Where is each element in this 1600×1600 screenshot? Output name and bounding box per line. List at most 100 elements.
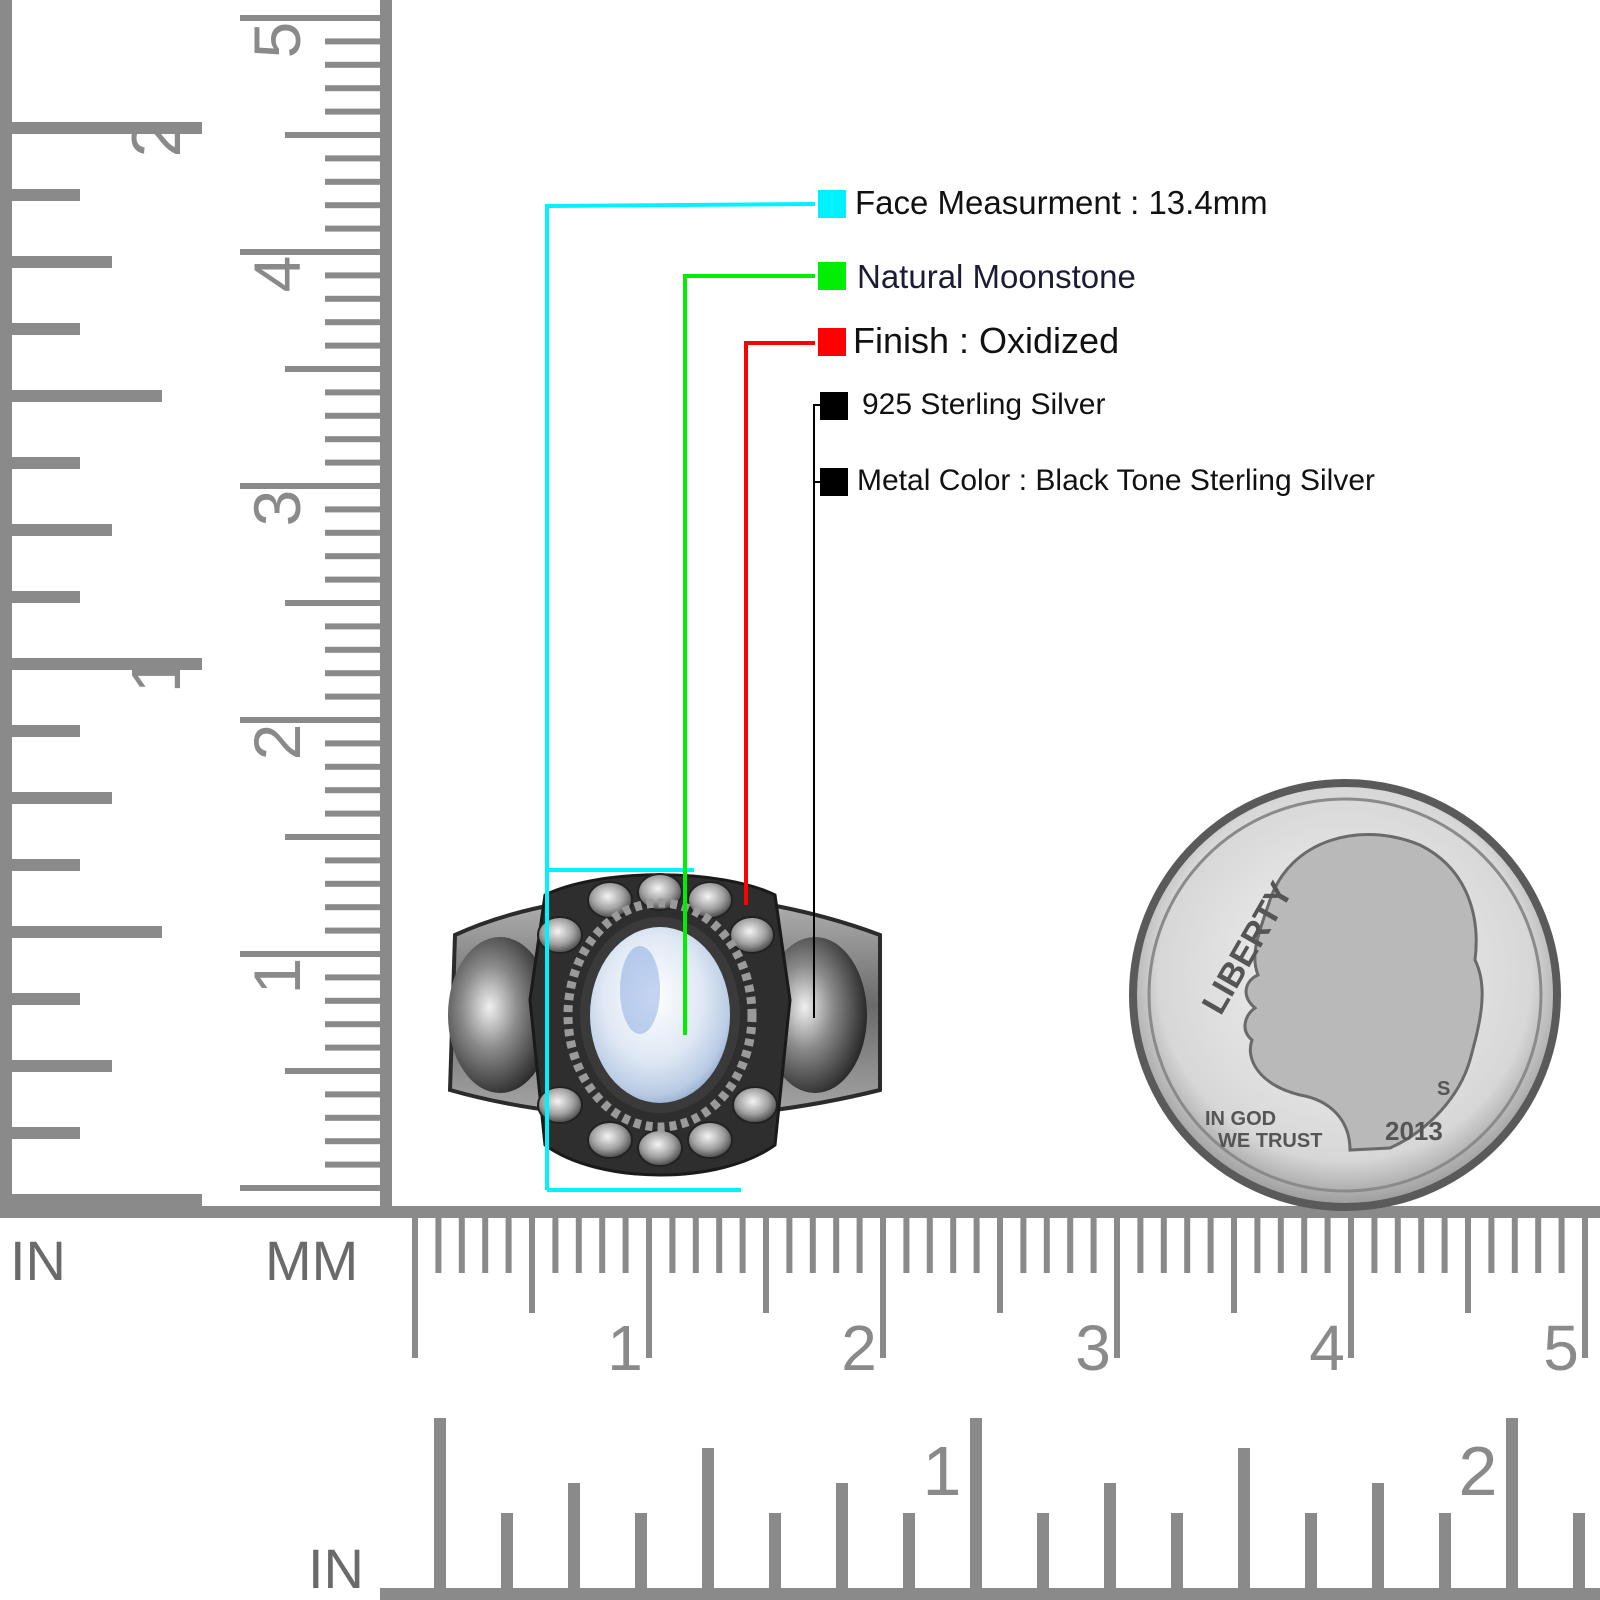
horizontal-mm-tick <box>458 1218 465 1273</box>
horizontal-mm-tick <box>599 1218 606 1273</box>
vertical-mm-tick <box>325 225 380 232</box>
horizontal-mm-tick <box>1301 1218 1308 1273</box>
horizontal-mm-tick <box>1020 1218 1027 1273</box>
horizontal-inch-tick <box>1506 1418 1518 1588</box>
horizontal-mm-tick <box>692 1218 699 1273</box>
face-measurement-label: Face Measurment : 13.4mm <box>855 184 1268 221</box>
vertical-mm-tick <box>325 202 380 209</box>
vertical-mm-tick <box>325 1021 380 1028</box>
horizontal-mm-tick <box>669 1218 676 1273</box>
ring-granule <box>537 916 583 954</box>
horizontal-inch-tick <box>769 1513 781 1588</box>
unit-label-mm: MM <box>265 1229 358 1292</box>
horizontal-mm-tick <box>575 1218 582 1273</box>
horizontal-mm-label: 5 <box>1543 1312 1579 1384</box>
horizontal-mm-tick <box>973 1218 980 1273</box>
horizontal-inch-tick <box>1372 1483 1384 1588</box>
vertical-mm-tick <box>325 997 380 1004</box>
ring-granule <box>687 1121 733 1159</box>
vertical-inch-tick <box>12 926 162 938</box>
horizontal-mm-tick <box>1160 1218 1167 1273</box>
horizontal-mm-tick <box>1511 1218 1518 1273</box>
horizontal-mm-tick <box>1441 1218 1448 1273</box>
horizontal-mm-tick <box>950 1218 957 1273</box>
vertical-mm-tick <box>240 1185 380 1191</box>
vertical-mm-label: 4 <box>240 256 314 293</box>
horizontal-inch-label: 1 <box>923 1432 962 1510</box>
unit-label-in: IN <box>10 1229 66 1292</box>
vertical-mm-tick <box>285 1068 380 1074</box>
moonstone-gem <box>590 927 730 1103</box>
horizontal-mm-tick <box>763 1218 769 1313</box>
horizontal-inch-label: 2 <box>1459 1432 1498 1510</box>
horizontal-inch-tick <box>1305 1513 1317 1588</box>
vertical-inch-tick <box>12 993 80 1005</box>
ring-granule <box>537 1086 583 1124</box>
horizontal-mm-label: 2 <box>841 1312 877 1384</box>
horizontal-mm-tick <box>1254 1218 1261 1273</box>
vertical-mm-tick <box>325 412 380 419</box>
ring-granule <box>587 1121 633 1159</box>
vertical-inch-tick <box>12 256 112 268</box>
horizontal-mm-tick <box>926 1218 933 1273</box>
stone-label: Natural Moonstone <box>857 258 1136 295</box>
finish-leader-line <box>744 341 815 905</box>
vertical-inch-tick <box>12 323 80 335</box>
vertical-mm-tick <box>325 670 380 677</box>
horizontal-mm-tick <box>412 1218 418 1358</box>
vertical-inch-tick <box>12 859 80 871</box>
finish-swatch <box>818 328 846 356</box>
horizontal-mm-tick <box>529 1218 535 1313</box>
coin-motto-line2: WE TRUST <box>1218 1130 1322 1152</box>
horizontal-mm-tick <box>856 1218 863 1273</box>
vertical-inch-tick <box>12 457 80 469</box>
horizontal-mm-tick <box>1090 1218 1097 1273</box>
horizontal-inch-tick <box>1171 1513 1183 1588</box>
horizontal-ruler-bottom-edge <box>380 1588 1600 1600</box>
vertical-mm-tick <box>285 600 380 606</box>
horizontal-ruler-body <box>380 1206 1600 1600</box>
tone-label: Metal Color : Black Tone Sterling Silver <box>857 464 1375 497</box>
vertical-mm-tick <box>240 951 380 957</box>
horizontal-mm-tick <box>1137 1218 1144 1273</box>
tone-swatch <box>820 468 848 496</box>
horizontal-inch-tick <box>1238 1448 1250 1588</box>
horizontal-mm-ticks <box>412 1218 1588 1358</box>
vertical-mm-tick <box>325 459 380 466</box>
vertical-mm-tick <box>285 132 380 138</box>
vertical-mm-tick <box>325 693 380 700</box>
horizontal-mm-tick <box>1394 1218 1401 1273</box>
horizontal-mm-tick <box>903 1218 910 1273</box>
vertical-mm-tick <box>240 15 380 21</box>
finish-label: Finish : Oxidized <box>853 320 1120 361</box>
horizontal-mm-tick <box>1207 1218 1214 1273</box>
horizontal-mm-tick <box>1418 1218 1425 1273</box>
horizontal-mm-label: 1 <box>607 1312 643 1384</box>
ring-image <box>447 873 882 1177</box>
vertical-mm-tick <box>325 646 380 653</box>
horizontal-inch-tick <box>1037 1513 1049 1588</box>
coin-year: 2013 <box>1385 1116 1443 1146</box>
vertical-ruler-left-edge <box>0 0 12 1218</box>
vertical-inch-tick <box>12 725 80 737</box>
vertical-mm-tick <box>325 38 380 45</box>
horizontal-mm-tick <box>1465 1218 1471 1313</box>
vertical-mm-tick <box>325 506 380 513</box>
horizontal-mm-tick <box>1535 1218 1542 1273</box>
horizontal-mm-tick <box>1324 1218 1331 1273</box>
horizontal-inch-tick <box>568 1483 580 1588</box>
vertical-mm-tick <box>325 436 380 443</box>
horizontal-mm-tick <box>622 1218 629 1273</box>
vertical-inch-tick <box>12 122 202 134</box>
vertical-mm-tick <box>325 389 380 396</box>
vertical-mm-tick <box>325 974 380 981</box>
vertical-inch-tick <box>12 1194 202 1206</box>
horizontal-ruler-top-edge <box>0 1206 1600 1218</box>
vertical-mm-tick <box>325 1044 380 1051</box>
horizontal-mm-tick <box>1488 1218 1495 1273</box>
vertical-mm-tick <box>325 576 380 583</box>
vertical-mm-tick <box>325 810 380 817</box>
